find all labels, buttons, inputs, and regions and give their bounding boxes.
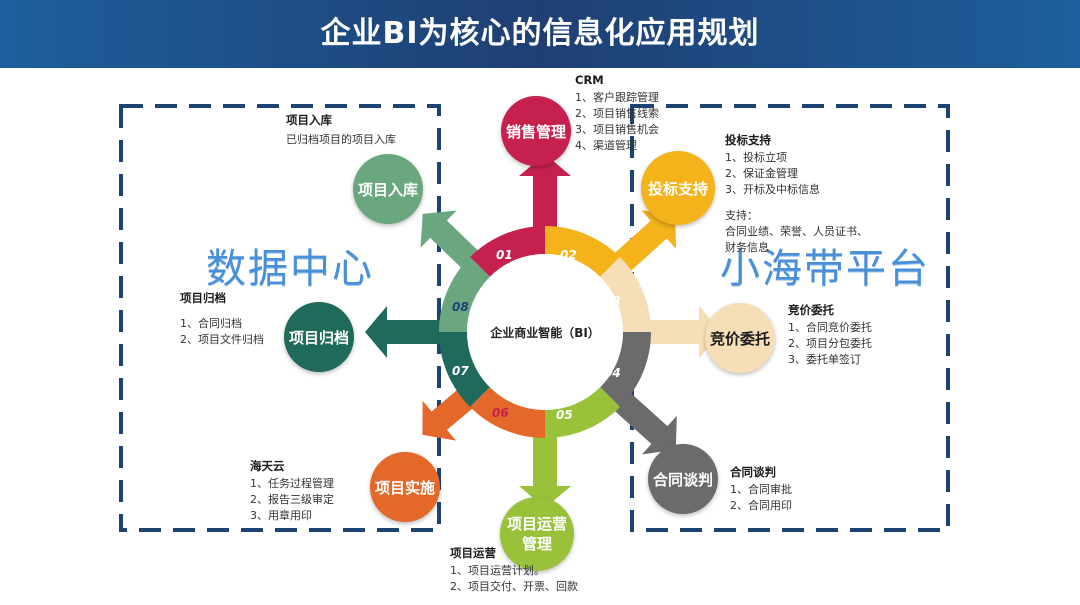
info-bid-line: 1、投标立项 bbox=[725, 151, 787, 164]
info-bid-line: 2、保证金管理 bbox=[725, 167, 798, 180]
center-label: 企业商业智能（BI） bbox=[490, 326, 600, 340]
info-ops-title: 项目运营 bbox=[450, 546, 496, 560]
info-auction-title: 竞价委托 bbox=[788, 303, 834, 317]
info-archive-title: 项目归档 bbox=[180, 291, 226, 305]
segment-number-07: 07 bbox=[452, 364, 469, 378]
ring-segment-07 bbox=[439, 332, 490, 407]
ring-segment-05 bbox=[545, 387, 620, 438]
left-zone-frame bbox=[119, 104, 441, 532]
info-operations: 项目运营 1、项目运营计划。 2、项目交付、开票、回款 bbox=[450, 545, 578, 595]
info-crm-line: 3、项目销售机会 bbox=[575, 123, 659, 136]
info-crm-line: 1、客户跟踪管理 bbox=[575, 91, 659, 104]
node-project-archive: 项目归档 bbox=[284, 302, 354, 372]
segment-number-05: 05 bbox=[556, 408, 573, 422]
arrow-02 bbox=[612, 210, 677, 273]
info-intake: 项目入库 已归档项目的项目入库 bbox=[286, 112, 396, 148]
arrow-04 bbox=[612, 391, 677, 455]
info-crm-title: CRM bbox=[575, 73, 604, 87]
segment-number-01: 01 bbox=[496, 248, 513, 262]
info-haitian-title: 海天云 bbox=[250, 459, 285, 473]
info-haitian-line: 2、报告三级审定 bbox=[250, 493, 334, 506]
center-circle bbox=[467, 254, 623, 410]
info-crm-line: 4、渠道管理 bbox=[575, 139, 637, 152]
ring-segment-01 bbox=[470, 226, 545, 277]
info-intake-line: 已归档项目的项目入库 bbox=[286, 133, 396, 146]
ring-segment-06 bbox=[470, 387, 545, 438]
info-ops-line: 1、项目运营计划。 bbox=[450, 564, 545, 577]
arrow-07 bbox=[365, 306, 443, 358]
info-archive: 项目归档 1、合同归档 2、项目文件归档 bbox=[180, 290, 264, 348]
ring-segment-08 bbox=[439, 257, 490, 332]
info-auction: 竞价委托 1、合同竞价委托 2、项目分包委托 3、委托单签订 bbox=[788, 302, 872, 368]
segment-number-04: 04 bbox=[604, 366, 621, 380]
arrow-01 bbox=[519, 154, 571, 230]
node-sales-management: 销售管理 bbox=[501, 96, 571, 166]
info-haitian-line: 3、用章用印 bbox=[250, 509, 312, 522]
segment-number-03: 03 bbox=[604, 294, 621, 308]
info-bid-extra-line: 合同业绩、荣誉、人员证书、 bbox=[725, 225, 868, 238]
arrow-05 bbox=[519, 434, 571, 508]
info-crm-line: 2、项目销售线索 bbox=[575, 107, 659, 120]
arrow-06 bbox=[422, 388, 475, 441]
segment-number-06: 06 bbox=[492, 406, 509, 420]
node-project-operations: 项目运营 管理 bbox=[500, 497, 574, 571]
info-haitian-line: 1、任务过程管理 bbox=[250, 477, 334, 490]
node-bid-support: 投标支持 bbox=[641, 151, 715, 225]
info-contract-line: 1、合同审批 bbox=[730, 483, 792, 496]
node-project-intake: 项目入库 bbox=[353, 154, 423, 224]
info-intake-title: 项目入库 bbox=[286, 113, 332, 127]
ring-segment-03 bbox=[600, 257, 651, 332]
node-project-operations-line2: 管理 bbox=[521, 535, 552, 553]
info-bid-extra-line: 财务信息 bbox=[725, 241, 769, 254]
header-bar bbox=[0, 0, 1080, 68]
node-project-implementation: 项目实施 bbox=[370, 452, 440, 522]
info-auction-line: 2、项目分包委托 bbox=[788, 337, 872, 350]
info-auction-line: 3、委托单签订 bbox=[788, 353, 861, 366]
ring-segment-02 bbox=[545, 226, 620, 277]
info-bid-title: 投标支持 bbox=[725, 133, 771, 147]
page-title: 企业BI为核心的信息化应用规划 bbox=[320, 16, 760, 51]
info-haitian-cloud: 海天云 1、任务过程管理 2、报告三级审定 3、用章用印 bbox=[250, 458, 334, 524]
info-archive-line: 2、项目文件归档 bbox=[180, 333, 264, 346]
info-archive-line: 1、合同归档 bbox=[180, 317, 242, 330]
info-bid-support: 投标支持 1、投标立项 2、保证金管理 3、开标及中标信息 支持： 合同业绩、荣… bbox=[725, 132, 868, 256]
node-project-operations-line1: 项目运营 bbox=[506, 515, 567, 533]
node-contract-negotiation: 合同谈判 bbox=[648, 444, 718, 514]
segment-number-02: 02 bbox=[560, 248, 577, 262]
info-ops-line: 2、项目交付、开票、回款 bbox=[450, 580, 578, 593]
info-contract-title: 合同谈判 bbox=[730, 465, 776, 479]
info-bid-line: 3、开标及中标信息 bbox=[725, 183, 820, 196]
info-contract-line: 2、合同用印 bbox=[730, 499, 792, 512]
arrow-03 bbox=[647, 306, 721, 358]
info-crm: CRM 1、客户跟踪管理 2、项目销售线索 3、项目销售机会 4、渠道管理 bbox=[575, 72, 659, 154]
node-auction-entrust: 竞价委托 bbox=[705, 303, 775, 373]
info-bid-extra-title: 支持： bbox=[725, 209, 758, 222]
segment-number-08: 08 bbox=[452, 300, 469, 314]
ring-segment-04 bbox=[600, 332, 651, 407]
left-zone-label: 数据中心 bbox=[206, 246, 374, 292]
right-zone-label: 小海带平台 bbox=[720, 246, 930, 292]
info-contract: 合同谈判 1、合同审批 2、合同用印 bbox=[730, 464, 792, 514]
info-auction-line: 1、合同竞价委托 bbox=[788, 321, 872, 334]
arrow-08 bbox=[420, 210, 480, 270]
